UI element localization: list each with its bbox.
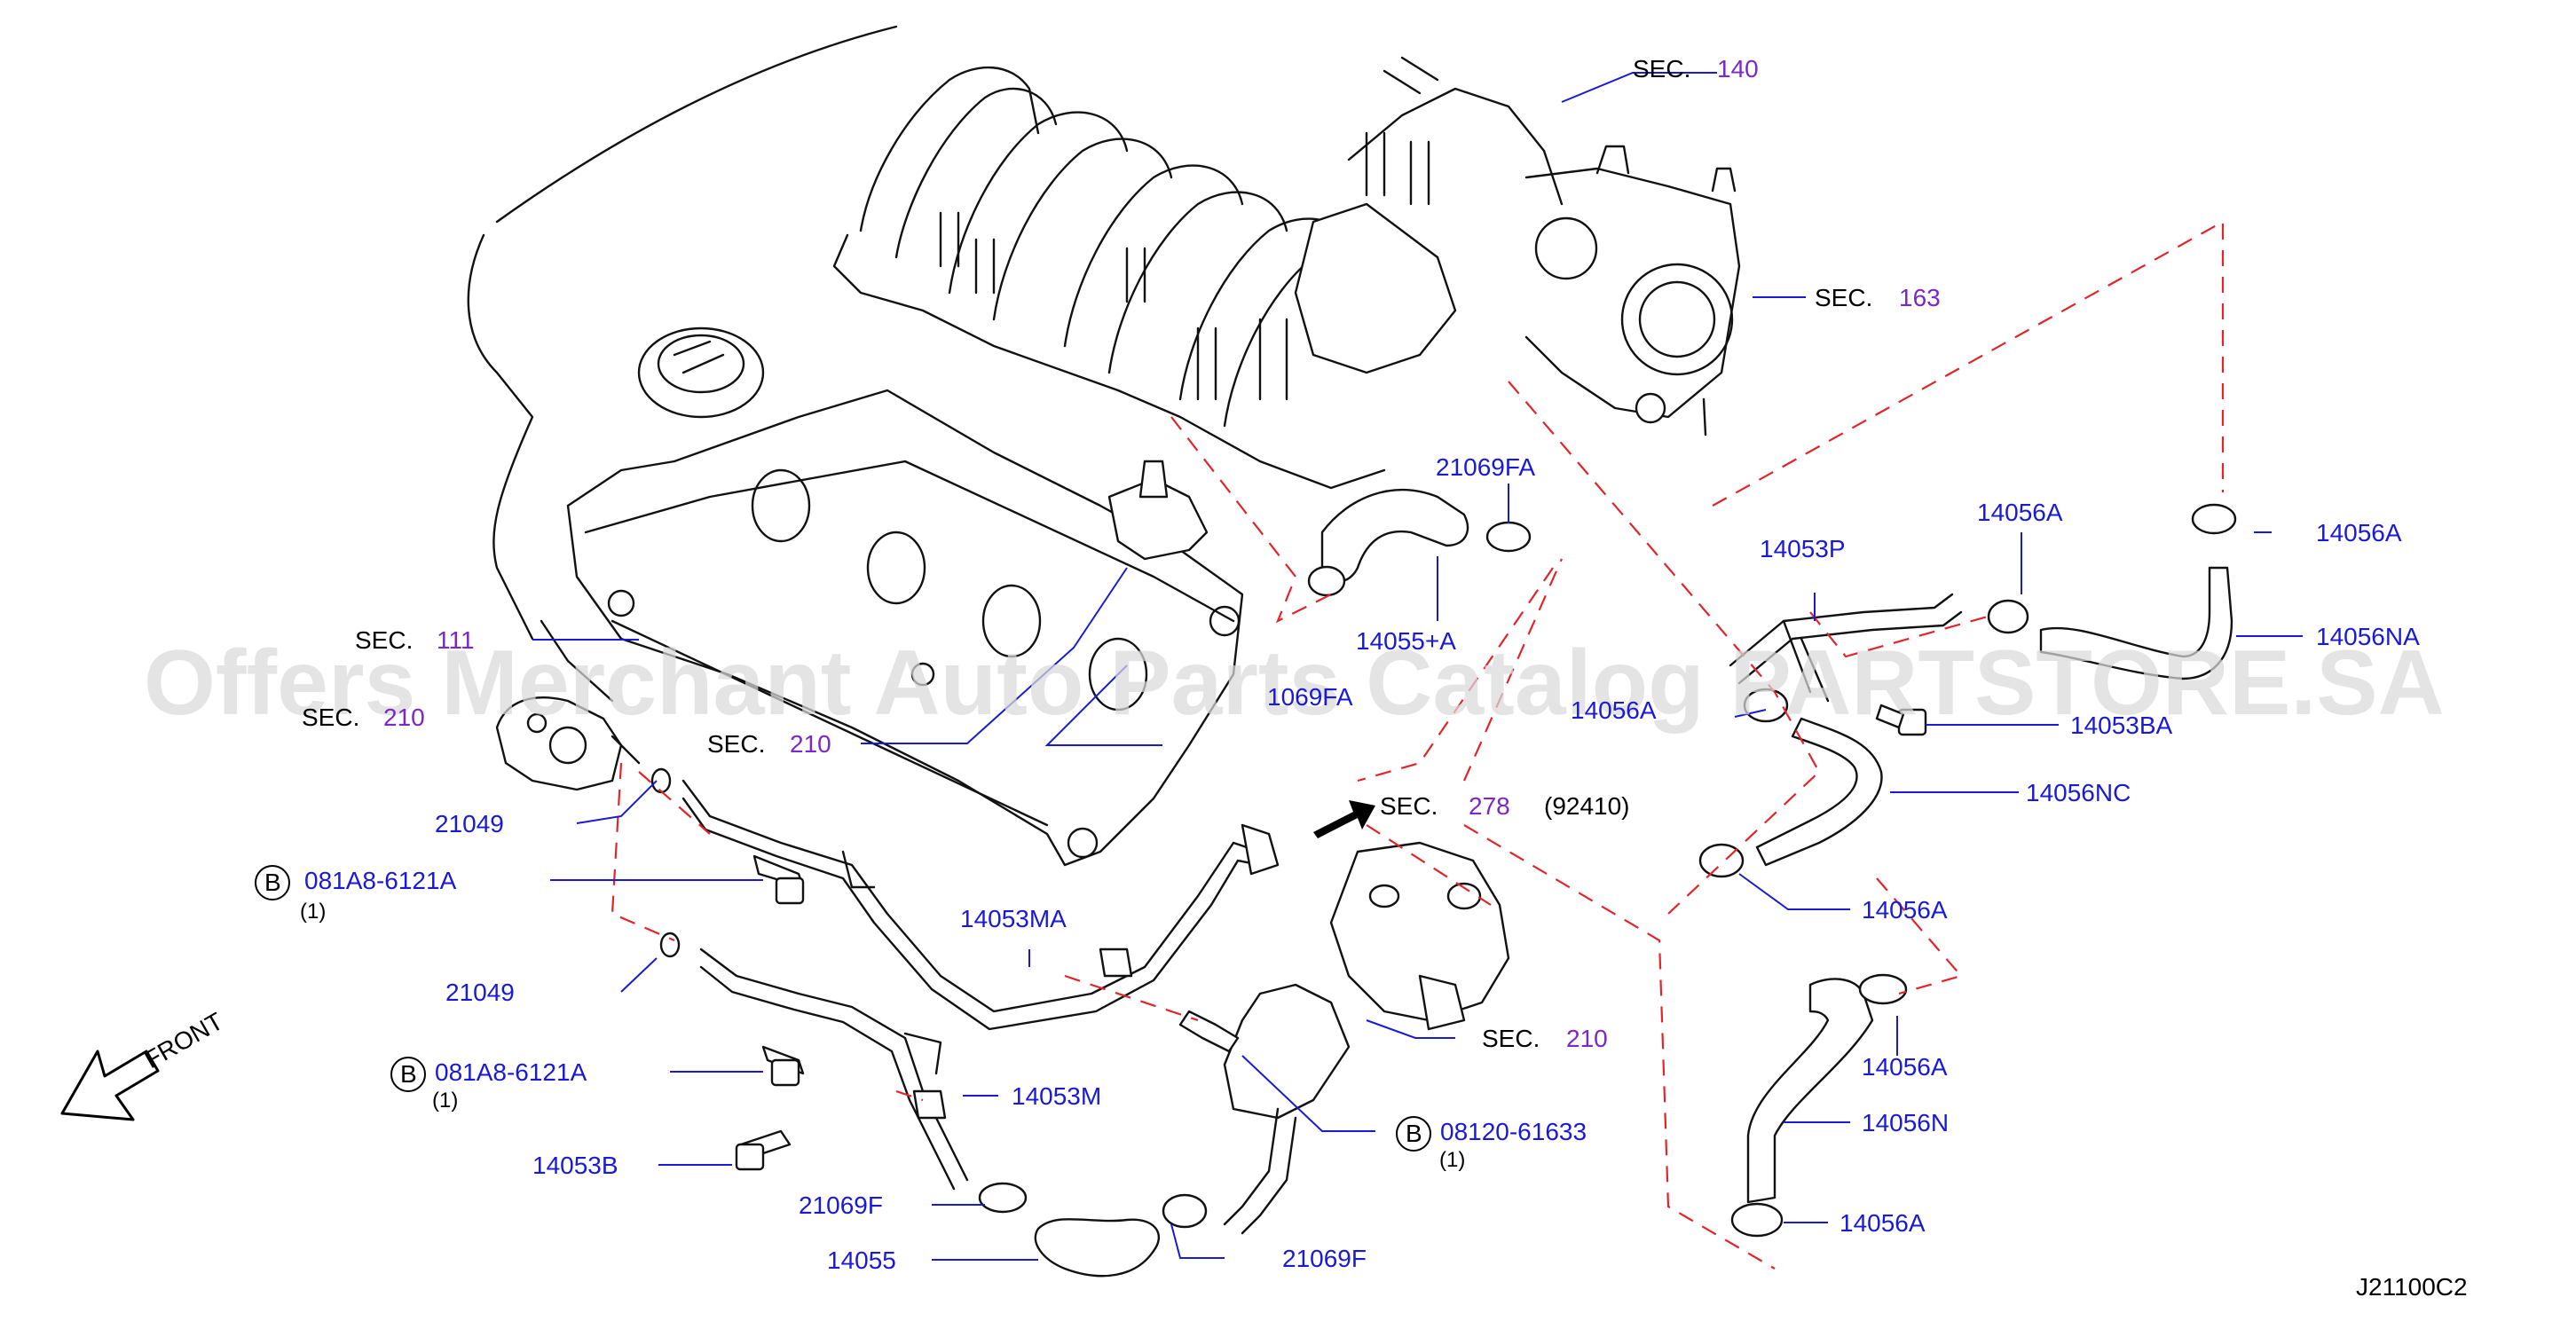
- part-label-14056A-2[interactable]: 14056A: [2316, 519, 2402, 546]
- part-label-08120-61633[interactable]: 08120-61633: [1440, 1118, 1587, 1145]
- quantity-3: (1): [1439, 1148, 1465, 1172]
- sec-label-210-mid[interactable]: SEC.: [707, 730, 765, 758]
- part-label-14056N[interactable]: 14056N: [1862, 1109, 1949, 1136]
- bolt-symbol-letter-3: B: [1406, 1120, 1422, 1147]
- part-label-14053P[interactable]: 14053P: [1760, 535, 1846, 562]
- part-label-14056A-1[interactable]: 14056A: [1977, 499, 2063, 526]
- part-label-21049-2[interactable]: 21049: [445, 979, 515, 1006]
- part-label-081A8-6121A-1[interactable]: 081A8-6121A: [304, 867, 457, 894]
- part-label-1069FA-partial[interactable]: 1069FA: [1267, 683, 1353, 711]
- sec-number-140[interactable]: 140: [1717, 55, 1759, 83]
- sec-number-111[interactable]: 111: [437, 626, 475, 654]
- part-label-081A8-6121A-2[interactable]: 081A8-6121A: [435, 1058, 587, 1086]
- bolt-symbol-letter-1: B: [264, 869, 281, 896]
- part-labels: 21069FA 14055+A 1069FA 14053P 14056A 140…: [304, 453, 2420, 1274]
- front-label: FRONT: [140, 1007, 228, 1073]
- part-label-14056A-3[interactable]: 14056A: [1571, 696, 1657, 724]
- section-references: SEC. 140 SEC. 163 SEC. 111 SEC. 210 SEC.…: [302, 55, 1941, 1052]
- quantity-2: (1): [432, 1089, 458, 1113]
- part-label-21049-1[interactable]: 21049: [435, 810, 504, 837]
- coolant-pipes: [650, 489, 2237, 1278]
- part-label-14053M[interactable]: 14053M: [1012, 1082, 1101, 1110]
- part-label-14056A-6[interactable]: 14056A: [1839, 1209, 1926, 1237]
- sec-label-140[interactable]: SEC.: [1633, 55, 1690, 83]
- part-label-14053B[interactable]: 14053B: [532, 1152, 618, 1179]
- sec-label-210-left[interactable]: SEC.: [302, 704, 359, 731]
- part-label-14055[interactable]: 14055: [827, 1246, 896, 1274]
- part-label-21069F-2[interactable]: 21069F: [1282, 1245, 1367, 1272]
- bolt-symbol-icon-2: [390, 1057, 426, 1092]
- bolt-symbol-icon-1: [255, 865, 290, 900]
- direction-arrow-icon: [1313, 800, 1375, 838]
- part-label-21069FA[interactable]: 21069FA: [1436, 453, 1535, 481]
- sec-number-210-left[interactable]: 210: [383, 704, 425, 731]
- dashed-leader-lines: [611, 220, 2225, 1270]
- sec-label-210-low[interactable]: SEC.: [1482, 1025, 1540, 1052]
- part-label-14056A-4[interactable]: 14056A: [1862, 896, 1948, 924]
- part-label-14056NC[interactable]: 14056NC: [2026, 779, 2131, 806]
- sec-number-278[interactable]: 278: [1469, 792, 1510, 820]
- bolt-symbol-icon-3: [1396, 1116, 1431, 1152]
- sec-label-163[interactable]: SEC.: [1815, 284, 1872, 311]
- part-label-14056A-5[interactable]: 14056A: [1862, 1053, 1948, 1081]
- part-label-14056NA[interactable]: 14056NA: [2316, 623, 2420, 650]
- part-label-14055-plus-A[interactable]: 14055+A: [1356, 627, 1456, 655]
- front-arrow-icon: [60, 1050, 160, 1121]
- part-label-14053MA[interactable]: 14053MA: [960, 905, 1067, 932]
- label-leader-lines: [532, 72, 2303, 1261]
- bolt-symbols: B (1) B (1) B (1): [255, 865, 1465, 1172]
- watermark-text: Offers Merchant Auto Parts Catalog PARTS…: [144, 632, 2445, 735]
- diagram-code: J21100C2: [2356, 1273, 2468, 1301]
- engine-illustration: [467, 25, 1741, 867]
- sec-number-163[interactable]: 163: [1899, 284, 1941, 311]
- part-label-14053BA[interactable]: 14053BA: [2070, 712, 2173, 739]
- part-label-21069F-1[interactable]: 21069F: [799, 1191, 883, 1219]
- sec-278-note: (92410): [1544, 792, 1630, 820]
- sec-label-278[interactable]: SEC.: [1380, 792, 1438, 820]
- sec-number-210-mid[interactable]: 210: [790, 730, 831, 758]
- bolt-symbol-letter-2: B: [400, 1060, 417, 1088]
- sec-label-111[interactable]: SEC.: [355, 626, 413, 654]
- front-indicator: FRONT: [60, 1007, 228, 1121]
- sec-number-210-low[interactable]: 210: [1566, 1025, 1608, 1052]
- quantity-1: (1): [300, 900, 326, 924]
